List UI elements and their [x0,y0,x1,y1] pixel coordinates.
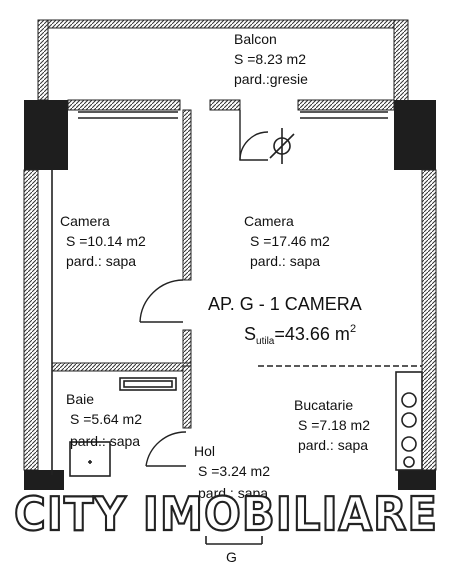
stove-icon [395,371,423,471]
windows [78,111,388,119]
compass-icon [269,128,295,164]
camera-1-area: S =10.14 m2 [66,233,146,249]
camera-2-name: Camera [244,213,294,229]
camera-2-floor: pard.: sapa [250,253,320,269]
baie-name: Baie [66,391,94,407]
bathtub-icon [119,377,177,391]
hol-area: S =3.24 m2 [198,463,270,479]
hol-floor: pard.: sapa [198,485,268,501]
balcony-parapet [37,19,409,111]
baie-area: S =5.64 m2 [70,411,142,427]
bucatarie-area: S =7.18 m2 [298,417,370,433]
baie-floor: pard.: sapa [70,433,140,449]
camera-1-name: Camera [60,213,110,229]
useful-area-prefix: S [244,324,256,344]
exterior-walls [23,99,437,490]
useful-area: Sutila=43.66 m2 [244,323,356,347]
balcony-door [239,110,295,164]
useful-area-exponent: 2 [350,323,356,335]
entrance-marker [205,536,263,545]
hol-name: Hol [194,443,215,459]
useful-area-value: =43.66 m [274,324,350,344]
door-swing-icon [139,279,187,467]
bucatarie-name: Bucatarie [294,397,353,413]
interior-walls [51,109,422,475]
orientation-label: G [226,549,237,565]
camera-1-floor: pard.: sapa [66,253,136,269]
watermark-text: CITY IMOBILIARE [14,487,438,541]
balcon-area: S =8.23 m2 [234,51,306,67]
sink-icon [69,441,111,477]
apartment-title: AP. G - 1 CAMERA [208,294,362,314]
balcon-name: Balcon [234,31,277,47]
balcon-floor: pard.:gresie [234,71,308,87]
bucatarie-floor: pard.: sapa [298,437,368,453]
useful-area-subscript: utila [256,336,275,347]
camera-2-area: S =17.46 m2 [250,233,330,249]
